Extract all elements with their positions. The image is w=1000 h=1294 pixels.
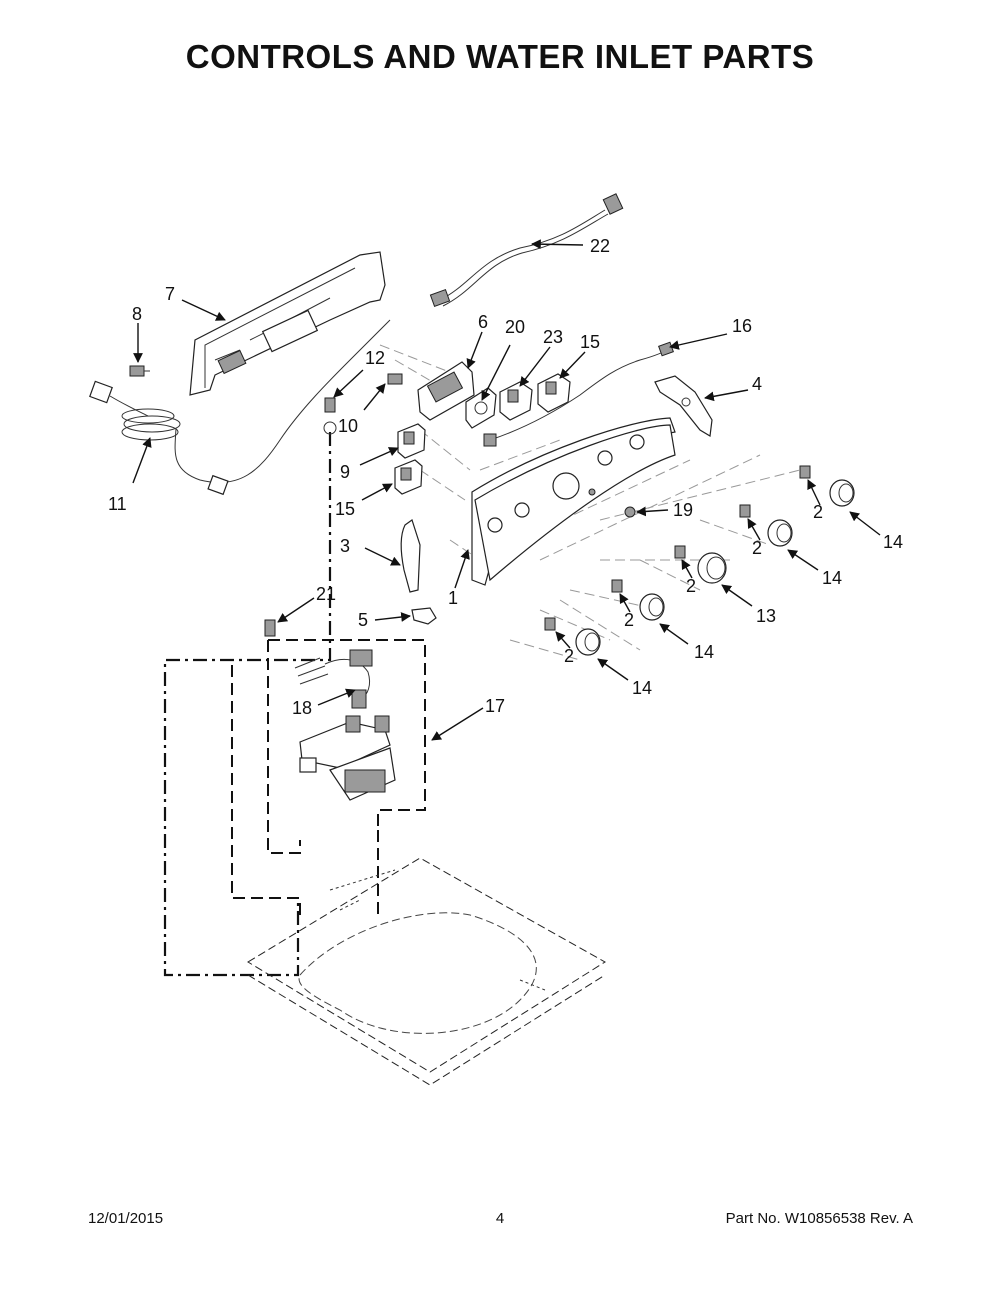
callout-2-a: 2 — [813, 502, 823, 522]
callout-17: 17 — [485, 696, 505, 716]
callout-19: 19 — [673, 500, 693, 520]
callout-7: 7 — [165, 284, 175, 304]
switch-9 — [397, 423, 426, 459]
callout-23: 23 — [543, 327, 563, 347]
knob-13 — [697, 552, 727, 584]
leader-lines — [132, 239, 881, 741]
callout-10: 10 — [338, 416, 358, 436]
callout-12: 12 — [365, 348, 385, 368]
end-cap-3 — [400, 519, 421, 593]
switch-15-top — [537, 373, 571, 413]
callout-2-c: 2 — [686, 576, 696, 596]
callout-2-b: 2 — [752, 538, 762, 558]
callout-18: 18 — [292, 698, 312, 718]
callout-21: 21 — [316, 584, 336, 604]
callout-14-b: 14 — [822, 568, 842, 588]
insert-2-c — [674, 545, 686, 559]
wire-harness-22 — [429, 193, 624, 308]
knob-14-c — [639, 593, 665, 621]
insert-2-a — [799, 465, 811, 479]
callout-2-d: 2 — [624, 610, 634, 630]
screw-10 — [387, 373, 403, 385]
callout-15-top: 15 — [580, 332, 600, 352]
insert-2-e — [544, 617, 556, 631]
bezel-19 — [624, 506, 636, 518]
callout-11: 11 — [108, 494, 127, 514]
callout-3: 3 — [340, 536, 350, 556]
clip-5 — [411, 607, 437, 625]
control-board-6 — [417, 361, 475, 421]
console-1 — [471, 417, 676, 586]
page-title: CONTROLS AND WATER INLET PARTS — [185, 38, 815, 75]
callout-16: 16 — [732, 316, 752, 336]
callout-labels: 22 7 8 6 20 23 15 16 4 12 10 11 9 15 19 … — [108, 236, 903, 718]
cord-route-line — [163, 432, 332, 977]
insert-2-b — [739, 504, 751, 518]
knob-14-d — [575, 628, 601, 656]
callout-20: 20 — [505, 317, 525, 337]
footer-page-number: 4 — [495, 1210, 505, 1227]
footer-part-number: Part No. W10856538 Rev. A — [725, 1210, 913, 1227]
footer-date: 12/01/2015 — [88, 1210, 164, 1227]
valve-group-box — [268, 639, 426, 830]
insert-2-d — [611, 579, 623, 593]
water-valve-17 — [299, 715, 396, 801]
callout-4: 4 — [752, 374, 762, 394]
callout-5: 5 — [358, 610, 368, 630]
cabinet-top — [247, 857, 606, 1086]
callout-22: 22 — [590, 236, 610, 256]
knob-14-b — [767, 519, 793, 547]
console-rear-panel-7 — [189, 251, 386, 396]
callout-1: 1 — [448, 588, 458, 608]
end-cap-4 — [654, 375, 713, 437]
callout-6: 6 — [478, 312, 488, 332]
switch-23 — [499, 381, 533, 421]
screw-8 — [129, 365, 150, 377]
switch-15-left — [394, 459, 423, 495]
callout-14-d: 14 — [632, 678, 652, 698]
inlet-route-box-outer — [231, 640, 301, 915]
callout-2-e: 2 — [564, 646, 574, 666]
knob-14-a — [829, 479, 855, 507]
callout-13: 13 — [756, 606, 776, 626]
ground-screw-12 — [323, 397, 337, 435]
callout-15-left: 15 — [335, 499, 355, 519]
callout-14-c: 14 — [694, 642, 714, 662]
callout-9: 9 — [340, 462, 350, 482]
callout-14-a: 14 — [883, 532, 903, 552]
callout-8: 8 — [132, 304, 142, 324]
screw-21 — [264, 619, 276, 637]
